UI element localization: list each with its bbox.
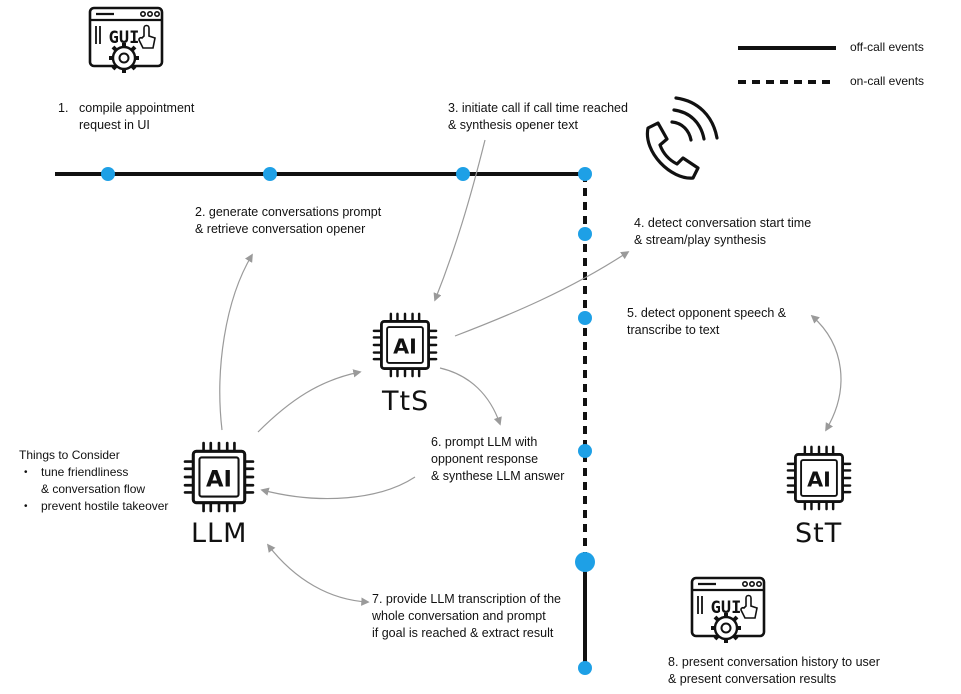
step-5-label: 5. detect opponent speech & transcribe t… [627, 305, 786, 339]
arrow-llm-step7 [266, 543, 370, 606]
step-5-line2: transcribe to text [627, 323, 720, 337]
step-8-label: 8. present conversation history to user … [668, 654, 880, 688]
consider-item: prevent hostile takeover [24, 498, 168, 515]
step-1-line1: compile appointment [79, 101, 195, 115]
gui-window-icon [88, 6, 164, 75]
step-3-line1: 3. initiate call if call time reached [448, 101, 628, 115]
step-5-line1: 5. detect opponent speech & [627, 306, 787, 320]
event-dot-4 [578, 227, 592, 241]
step-2-label: 2. generate conversations prompt & retri… [195, 204, 381, 238]
step-6-line3: & synthese LLM answer [431, 469, 565, 483]
step-3-line2: & synthesis opener text [448, 118, 578, 132]
gui-window-icon [690, 576, 766, 645]
step-4-line2: & stream/play synthesis [634, 233, 766, 247]
event-dot-5 [578, 311, 592, 325]
ai-chip-icon [786, 445, 852, 511]
consider-item: tune friendliness [24, 464, 168, 481]
step-1-number: 1. [58, 101, 69, 115]
event-dot-6 [578, 444, 592, 458]
llm-node-label: LLM [191, 518, 248, 549]
step-8-line2: & present conversation results [668, 672, 837, 686]
step-4-line1: 4. detect conversation start time [634, 216, 812, 230]
event-dot-3 [456, 167, 470, 181]
step-2-line1: 2. generate conversations prompt [195, 205, 382, 219]
step-6-line1: 6. prompt LLM with [431, 435, 538, 449]
consider-title: Things to Consider [19, 448, 120, 462]
arrow-tts-to-step4 [454, 251, 630, 337]
step-4-label: 4. detect conversation start time & stre… [634, 215, 811, 249]
things-to-consider: Things to Consider tune friendliness & c… [19, 447, 168, 515]
event-dot-7 [575, 552, 595, 572]
event-dot-2 [263, 167, 277, 181]
event-dot-1 [101, 167, 115, 181]
step-2-line2: & retrieve conversation opener [195, 222, 366, 236]
event-dot-8 [578, 661, 592, 675]
arrow-llm-to-tts [257, 369, 362, 433]
stt-node-label: StT [795, 518, 843, 549]
step-7-line1: 7. provide LLM transcription of the [372, 592, 561, 606]
event-dot-call-start [578, 167, 592, 181]
legend-oncall-label: on-call events [850, 74, 925, 88]
legend-offcall-label: off-call events [850, 40, 924, 54]
step-1-line2: request in UI [79, 118, 150, 132]
phone-ringing-icon [645, 96, 719, 180]
consider-item-cont: & conversation flow [41, 482, 146, 496]
step-6-line2: opponent response [431, 452, 539, 466]
step-3-label: 3. initiate call if call time reached & … [448, 100, 628, 134]
arrow-tts-to-step6 [439, 367, 502, 426]
arrow-step6-to-llm [260, 476, 416, 500]
step-7-line3: if goal is reached & extract result [372, 626, 554, 640]
step-7-label: 7. provide LLM transcription of the whol… [372, 591, 561, 642]
step-8-line1: 8. present conversation history to user [668, 655, 880, 669]
step-7-line2: whole conversation and prompt [372, 609, 546, 623]
tts-node-label: TtS [382, 386, 430, 417]
ai-chip-icon [183, 441, 255, 513]
step-1-label: 1. compile appointment request in UI [58, 100, 194, 134]
arrow-llm-to-step2 [219, 253, 253, 431]
ai-chip-icon [372, 312, 438, 378]
step-6-label: 6. prompt LLM with opponent response & s… [431, 434, 564, 485]
arrow-step3-to-tts [433, 139, 486, 302]
arrow-step5-stt [810, 314, 842, 432]
